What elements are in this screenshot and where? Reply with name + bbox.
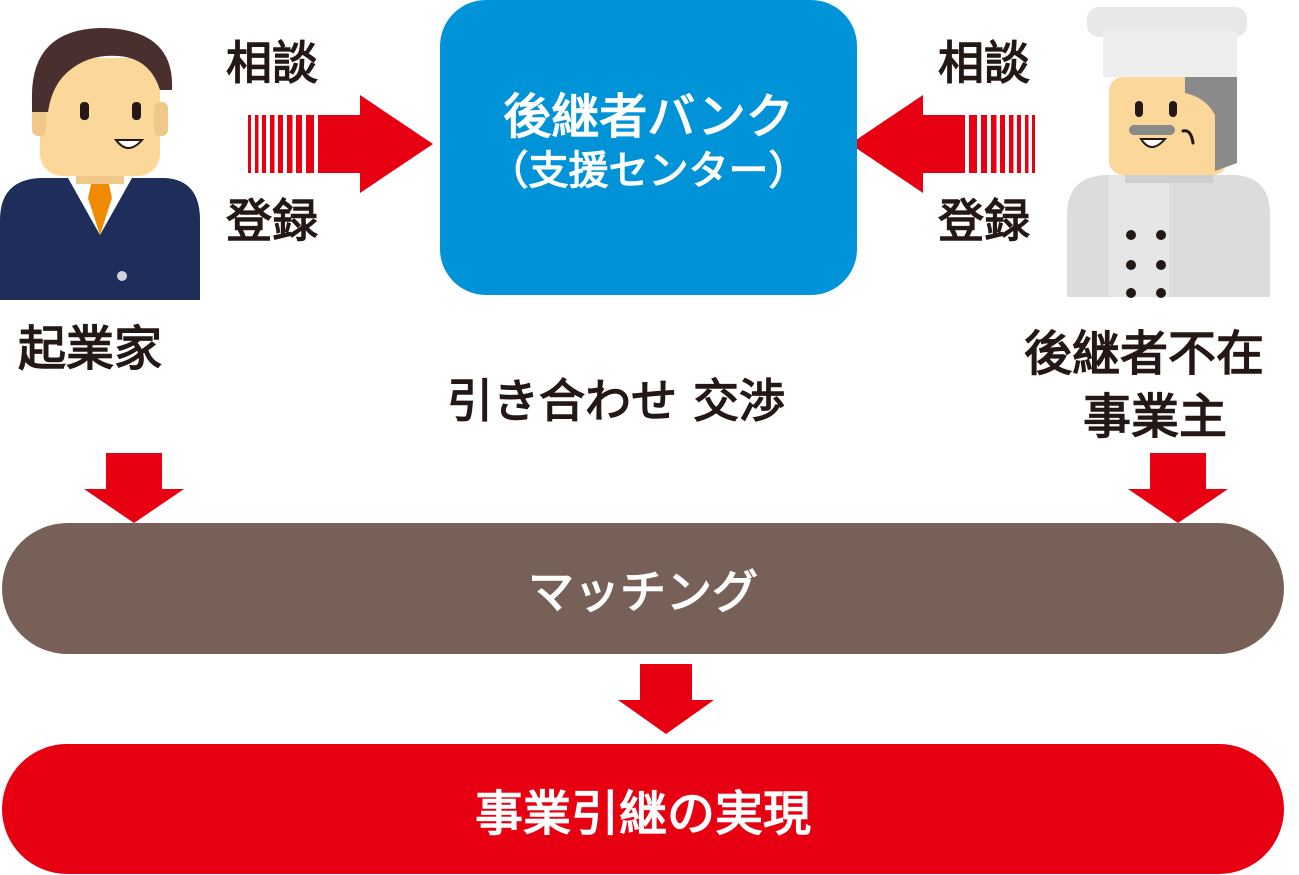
successor-bank-box: 後継者バンク （支援センター）: [440, 0, 857, 295]
result-bar: 事業引継の実現: [2, 744, 1284, 874]
left-to-center-arrow: [248, 95, 433, 193]
right-consult-label: 相談: [938, 36, 1030, 90]
negotiation-label: 引き合わせ 交渉: [447, 374, 786, 428]
left-consult-label: 相談: [226, 36, 318, 90]
matching-bar: マッチング: [2, 523, 1284, 654]
result-label: 事業引継の実現: [474, 786, 811, 842]
entrepreneur-label: 起業家: [18, 321, 163, 377]
right-to-center-arrow: [850, 95, 1035, 193]
businessman-icon: [0, 28, 200, 300]
left-down-arrow: [84, 453, 184, 523]
chef-icon: [1067, 7, 1270, 298]
owner-label-line1: 後継者不在: [1024, 326, 1265, 382]
center-down-arrow: [618, 664, 714, 734]
right-register-label: 登録: [938, 194, 1030, 248]
matching-label: マッチング: [528, 564, 758, 619]
successor-bank-title: 後継者バンク: [503, 88, 794, 145]
successor-bank-subtitle: （支援センター）: [488, 148, 809, 195]
owner-label-line2: 事業主: [1083, 389, 1228, 445]
left-register-label: 登録: [226, 194, 318, 248]
right-down-arrow: [1128, 453, 1228, 523]
